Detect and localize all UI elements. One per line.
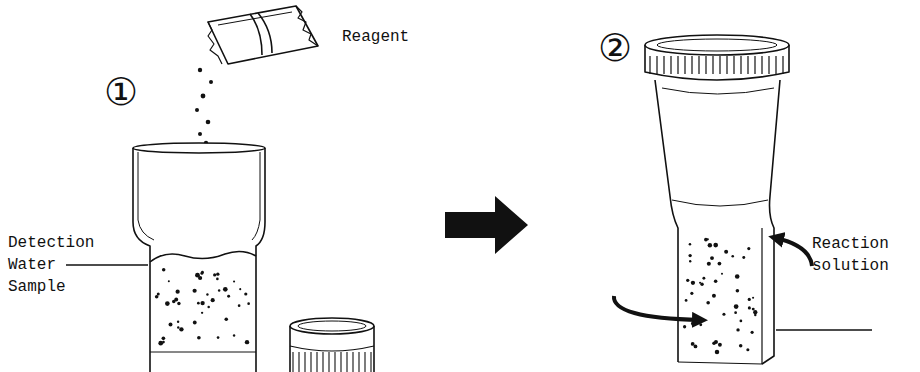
process-arrow bbox=[445, 196, 528, 254]
leader-line bbox=[66, 264, 148, 265]
vial-closed bbox=[645, 35, 789, 364]
reagent-sachet bbox=[208, 6, 318, 64]
rotation-arrows bbox=[614, 238, 812, 320]
part-label: Detection Water Sample bbox=[8, 232, 100, 298]
vial-open bbox=[133, 143, 265, 372]
leader-line bbox=[776, 329, 872, 330]
step-number: ① bbox=[104, 70, 154, 114]
part-label: Reaction solution bbox=[812, 233, 902, 277]
falling-powder bbox=[195, 68, 213, 145]
vial-cap bbox=[290, 318, 374, 372]
part-label: Reagent bbox=[342, 26, 452, 48]
step-number: ② bbox=[598, 26, 648, 70]
